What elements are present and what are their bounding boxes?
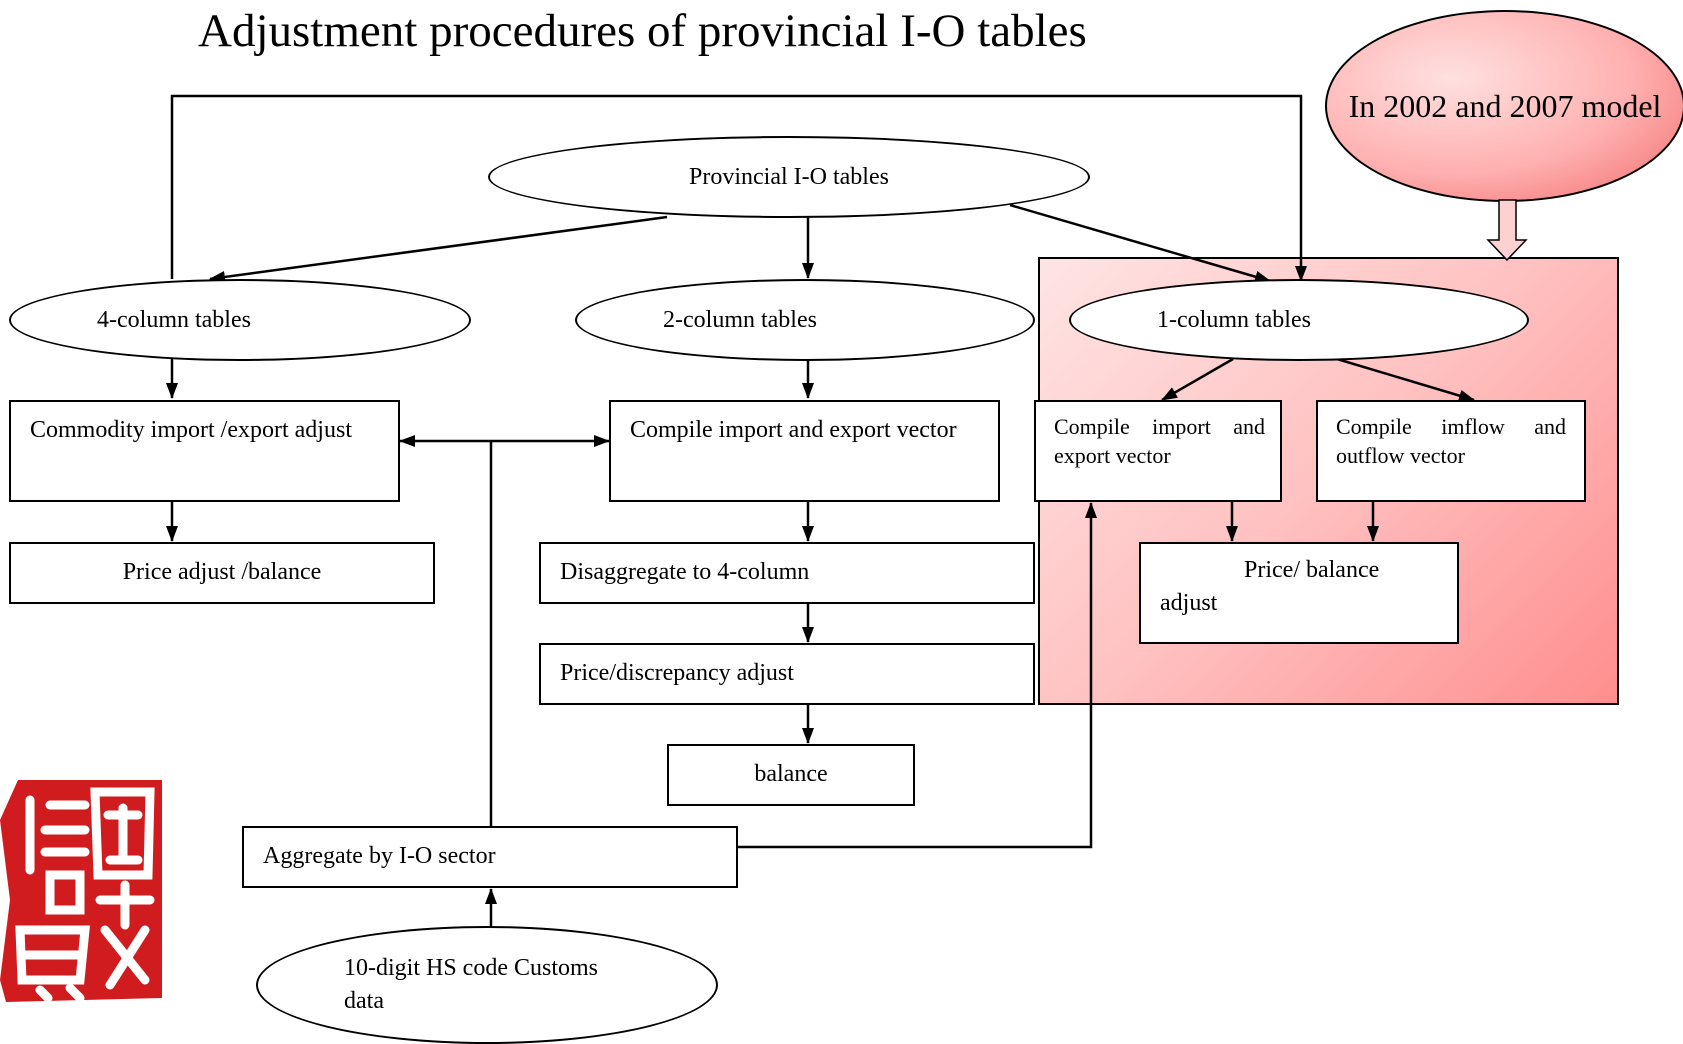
compile-import-export-mid-box: Compile import and export vector	[609, 400, 1000, 502]
connector-provincial-to-col1	[1009, 203, 1271, 283]
commodity-import-export-box: Commodity import /export adjust	[9, 400, 400, 502]
disaggregate-box: Disaggregate to 4-column	[539, 542, 1035, 604]
price-balance-line-1: Price/ balance	[1244, 557, 1380, 583]
compile-import-export-mid-label: Compile import and export vector	[630, 417, 957, 443]
connector-provincial-to-col4	[209, 215, 668, 283]
model-note-oval: In 2002 and 2007 model	[1325, 10, 1683, 202]
diagram-title: Adjustment procedures of provincial I-O …	[198, 5, 1087, 57]
connector-col1-to-compile-ie	[1161, 357, 1234, 402]
connector-aggregate-to-compile-right	[738, 502, 1097, 849]
price-adjust-balance-box: Price adjust /balance	[9, 542, 435, 604]
two-column-tables-label: 2-column tables	[663, 306, 817, 333]
one-column-tables: 1-column tables	[1069, 279, 1529, 361]
compile-inflow-outflow-label: Compile imflow and outflow vector	[1336, 414, 1566, 468]
model-note-label: In 2002 and 2007 model	[1348, 87, 1662, 124]
aggregate-box: Aggregate by I-O sector	[242, 826, 738, 888]
connector-col4-to-col1	[170, 94, 1307, 282]
balance-box: balance	[667, 744, 915, 806]
balance-label: balance	[754, 761, 828, 787]
provincial-io-tables: Provincial I-O tables	[488, 136, 1090, 218]
four-column-tables-label: 4-column tables	[97, 306, 251, 333]
one-column-tables-label: 1-column tables	[1157, 306, 1311, 333]
customs-data: 10-digit HS code Customs data	[256, 926, 718, 1044]
compile-import-export-right-label: Compile import and export vector	[1054, 414, 1265, 468]
price-balance-line-2: adjust	[1160, 590, 1218, 616]
model-down-arrow	[1486, 199, 1528, 262]
price-balance-adjust-box: Price/ balance adjust	[1139, 542, 1459, 644]
connector-col1-to-compile-inout	[1336, 357, 1475, 402]
customs-data-label: 10-digit HS code Customs data	[344, 955, 599, 1014]
commodity-import-export-label: Commodity import /export adjust	[30, 417, 352, 443]
price-adjust-balance-label: Price adjust /balance	[122, 559, 322, 585]
compile-inflow-outflow-box: Compile imflow and outflow vector	[1316, 400, 1586, 502]
two-column-tables: 2-column tables	[575, 279, 1035, 361]
four-column-tables: 4-column tables	[9, 279, 471, 361]
disaggregate-label: Disaggregate to 4-column	[560, 559, 810, 585]
provincial-io-tables-label: Provincial I-O tables	[689, 163, 889, 190]
aggregate-label: Aggregate by I-O sector	[263, 843, 496, 869]
seal-logo	[0, 780, 162, 1002]
compile-import-export-right-box: Compile import and export vector	[1034, 400, 1282, 502]
price-discrepancy-label: Price/discrepancy adjust	[560, 660, 794, 686]
price-discrepancy-box: Price/discrepancy adjust	[539, 643, 1035, 705]
